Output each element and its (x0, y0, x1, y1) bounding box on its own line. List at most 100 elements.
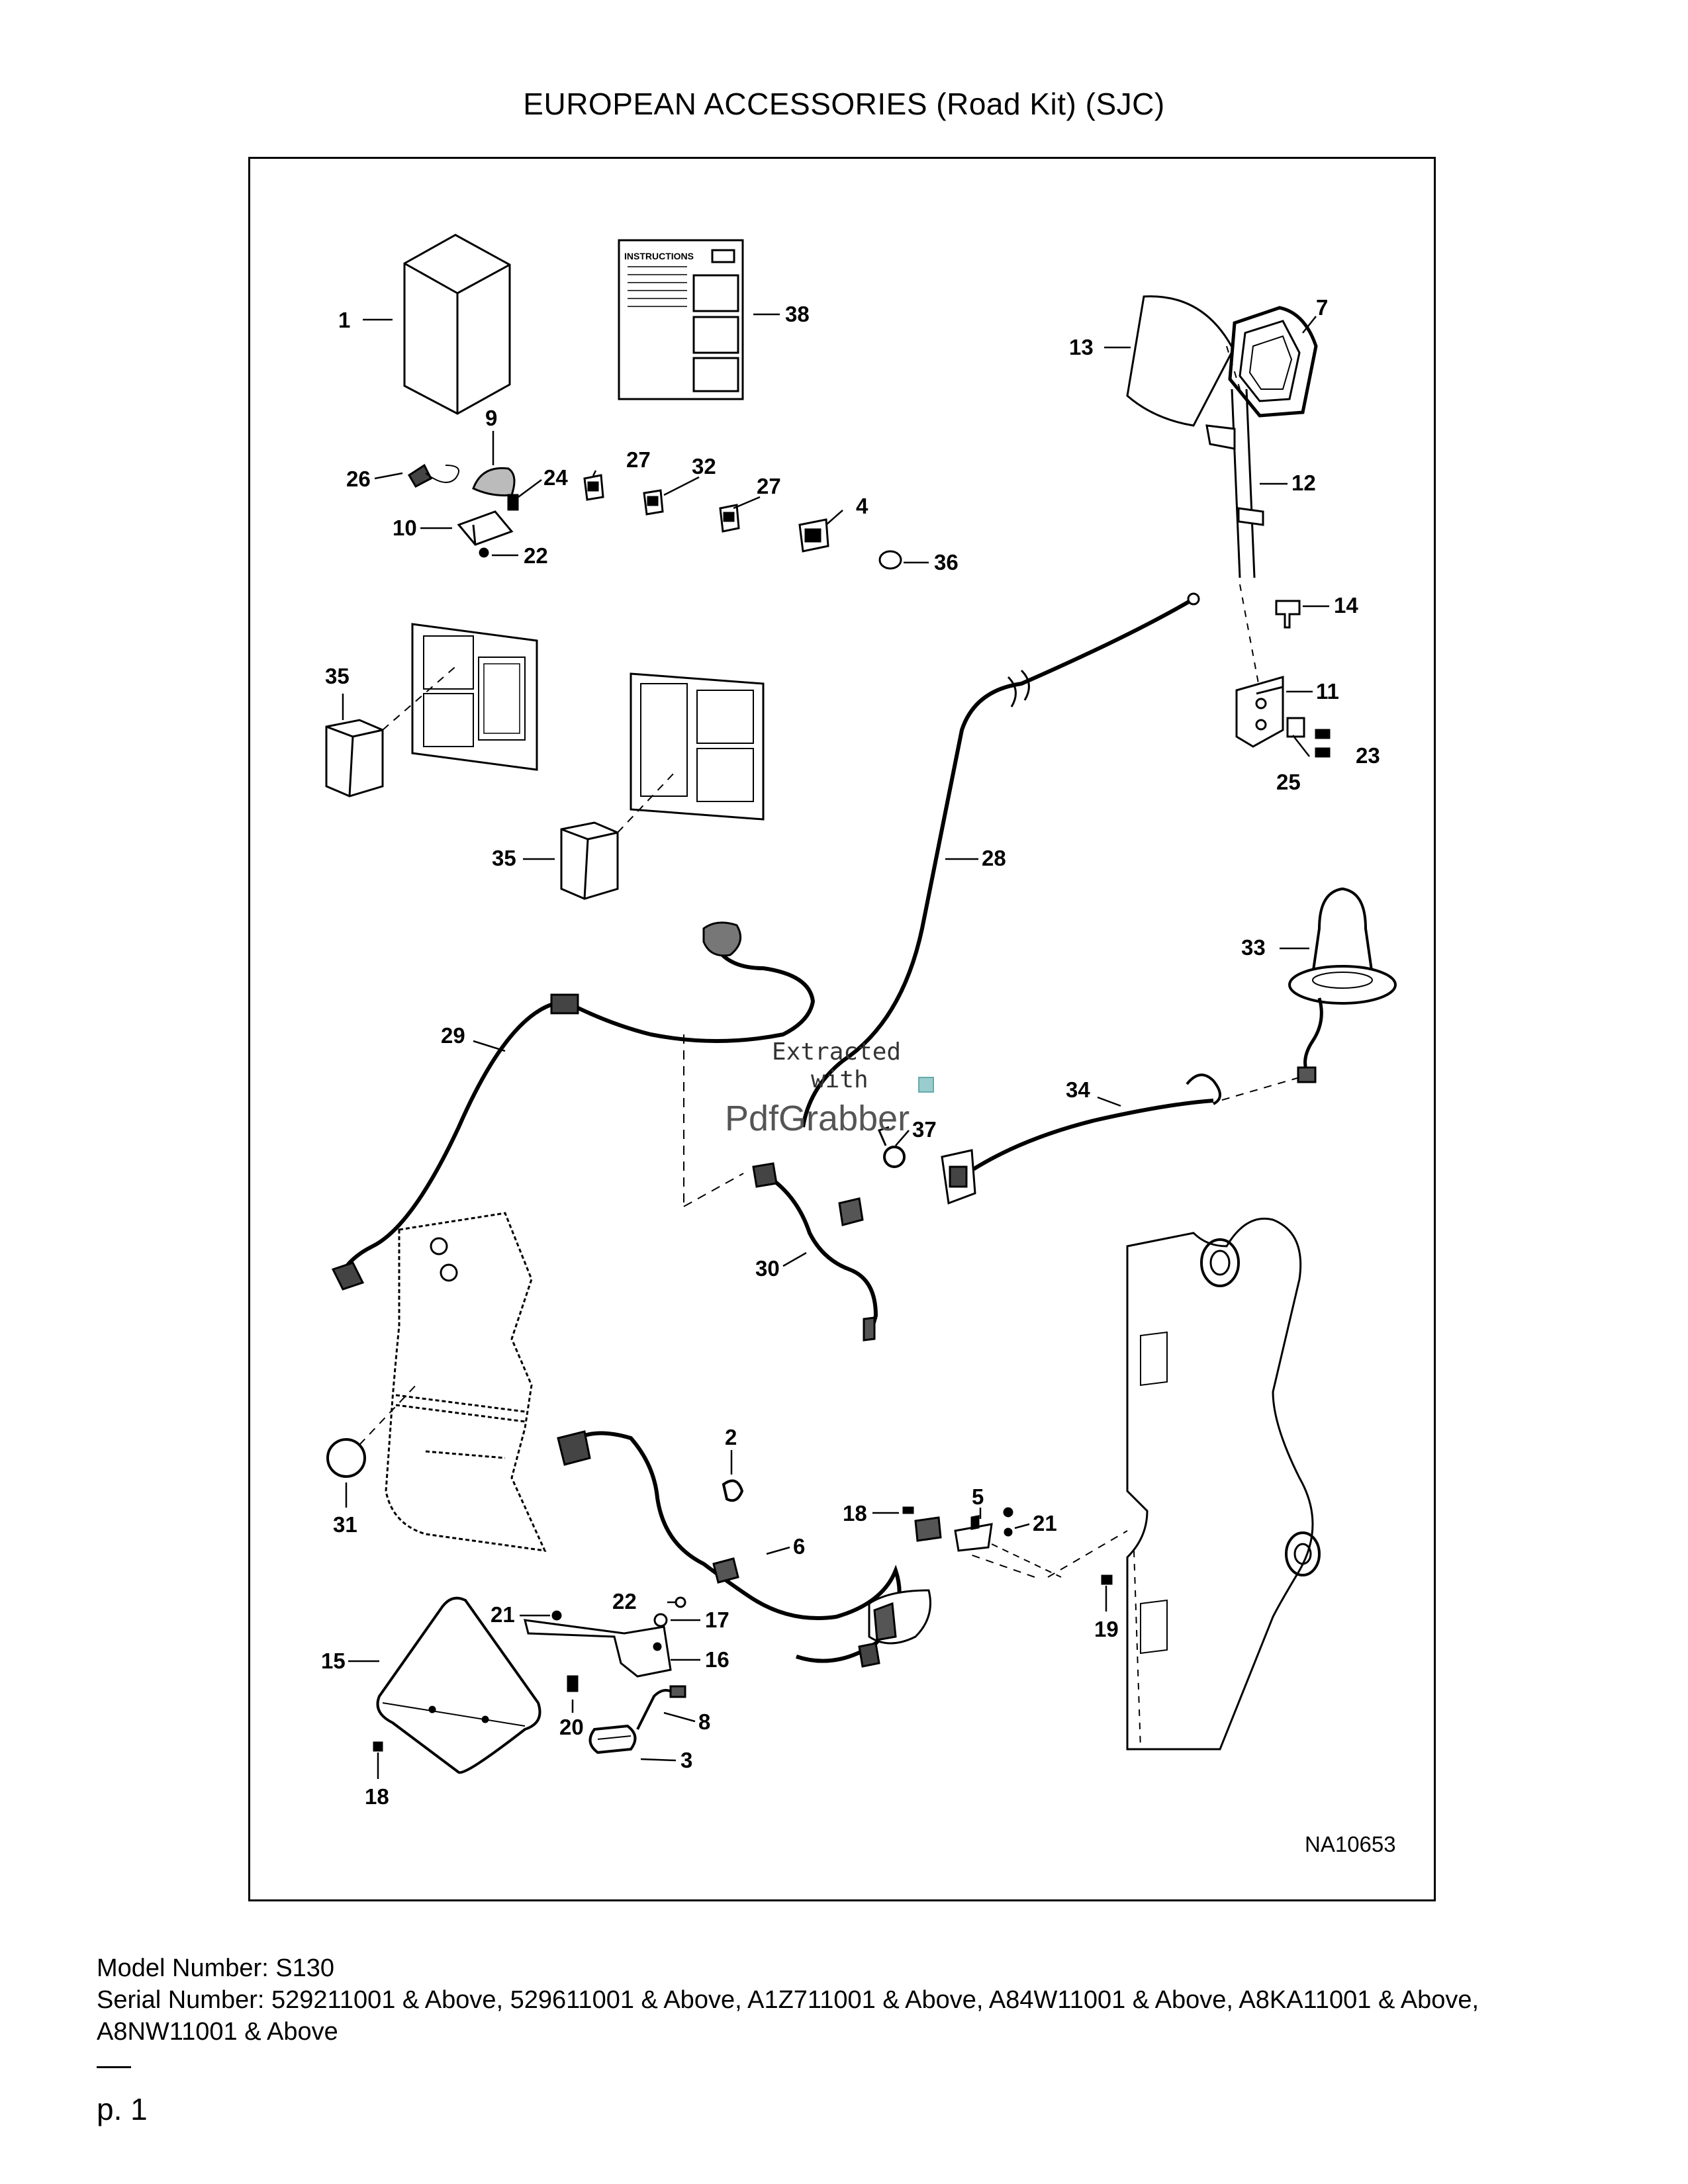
callout-22a: 22 (524, 543, 548, 568)
callout-15: 15 (321, 1649, 346, 1673)
callout-28: 28 (982, 846, 1006, 870)
callout-20: 20 (559, 1715, 584, 1739)
part-2-grommet (722, 1479, 744, 1502)
callout-27b: 27 (757, 474, 781, 498)
part-14-knob (1275, 600, 1301, 629)
callout-38: 38 (785, 302, 810, 326)
exploded-parts-diagram: INSTRUCTIONS (248, 157, 1436, 1901)
watermark-icon (918, 1077, 934, 1093)
watermark-line-1: Extracted (772, 1038, 901, 1066)
callout-26: 26 (346, 467, 371, 491)
callout-19: 19 (1094, 1617, 1119, 1641)
callout-23: 23 (1356, 743, 1380, 768)
callout-27a: 27 (626, 447, 651, 472)
part-13-mirror-glass (1126, 295, 1235, 427)
callout-8: 8 (698, 1709, 710, 1734)
part-35-lamp-cover-b (560, 821, 619, 900)
part-35-lamp-cover-a (325, 719, 384, 797)
tail-lamp-right (630, 672, 765, 821)
part-19-screw (1101, 1574, 1113, 1585)
page-number: p. 1 (97, 2092, 148, 2126)
callout-leaders (342, 313, 1329, 1779)
part-16-license-bracket (524, 1619, 672, 1678)
watermark-line-3: PdfGrabber (725, 1099, 910, 1138)
callout-35a: 35 (325, 664, 350, 688)
callout-3: 3 (680, 1748, 692, 1772)
callout-21b: 21 (491, 1602, 515, 1627)
callout-25: 25 (1276, 770, 1301, 794)
part-22-nut-b (675, 1596, 686, 1608)
callout-24: 24 (543, 465, 568, 490)
part-7-mirror-housing (1228, 306, 1318, 418)
callout-31: 31 (333, 1512, 357, 1537)
watermark-line-2: with (811, 1066, 868, 1093)
part-37-clamp (877, 1126, 906, 1168)
callout-12: 12 (1291, 471, 1316, 495)
part-36-cap (878, 550, 902, 570)
callout-4: 4 (856, 494, 868, 518)
loader-side-panel-left (385, 1212, 547, 1552)
part-25-nut (1286, 717, 1305, 738)
callout-18a: 18 (843, 1501, 867, 1525)
part-24-screw (507, 494, 519, 511)
part-34-harness (941, 1073, 1221, 1205)
callout-33: 33 (1241, 935, 1266, 960)
callout-21a: 21 (1033, 1511, 1057, 1535)
callout-22b: 22 (612, 1589, 637, 1614)
part-12-mirror-arm (1205, 388, 1264, 578)
callout-5: 5 (972, 1484, 984, 1509)
callout-1: 1 (338, 308, 350, 332)
part-18-screw-b (373, 1741, 383, 1752)
callout-13: 13 (1069, 335, 1094, 359)
part-21-nut-a (1003, 1507, 1013, 1537)
part-9-light-housing (472, 467, 516, 496)
callout-17: 17 (705, 1608, 729, 1632)
loader-side-panel-right (1126, 1217, 1321, 1751)
part-29-harness (331, 921, 816, 1291)
part-31-reflector (326, 1438, 366, 1478)
part-18-screw-a (902, 1506, 914, 1514)
figure-code: NA10653 (1305, 1832, 1396, 1856)
part-38-instructions-sheet (618, 239, 744, 400)
callout-6: 6 (793, 1534, 805, 1559)
part-30-harness (752, 1162, 878, 1342)
part-23-bolts (1315, 729, 1331, 758)
part-3-license-lamp (588, 1724, 637, 1754)
callout-10: 10 (393, 516, 417, 540)
part-26-pigtail (407, 463, 459, 488)
callout-2: 2 (725, 1425, 737, 1449)
tail-lamp-left (411, 623, 538, 771)
part-15-triangle-sign (376, 1596, 541, 1774)
serial-number: Serial Number: 529211001 & Above, 529611… (97, 1986, 1479, 2046)
parts-diagram-svg: INSTRUCTIONS (321, 234, 1397, 1856)
part-10-bracket (457, 510, 514, 546)
footer-divider (97, 2066, 131, 2068)
part-27-switch-b (719, 504, 740, 533)
part-22-nut (479, 547, 489, 558)
callout-9: 9 (485, 406, 497, 430)
part-28-harness (801, 592, 1200, 1128)
callout-18b: 18 (365, 1784, 389, 1809)
page-title: EUROPEAN ACCESSORIES (Road Kit) (SJC) (523, 87, 1165, 121)
callout-16: 16 (705, 1647, 729, 1672)
part-8-pigtail (636, 1685, 686, 1730)
part-17-nut (653, 1613, 668, 1627)
part-21-nut-b (551, 1610, 562, 1621)
part-5-relay-bracket (914, 1515, 993, 1552)
callout-34: 34 (1066, 1077, 1090, 1102)
callout-11: 11 (1316, 679, 1339, 704)
callout-29: 29 (441, 1023, 465, 1048)
model-number: Model Number: S130 (97, 1954, 335, 1982)
part-11-mirror-bracket (1235, 676, 1284, 748)
instructions-sheet-label: INSTRUCTIONS (624, 251, 694, 261)
part-1-box (403, 234, 511, 415)
callout-37: 37 (912, 1117, 937, 1142)
part-20-screw (567, 1675, 579, 1692)
part-6-harness (557, 1430, 931, 1668)
callout-32: 32 (692, 454, 716, 478)
callout-35b: 35 (492, 846, 516, 870)
callout-30: 30 (755, 1256, 780, 1281)
callout-36: 36 (934, 550, 959, 574)
part-4-switch (798, 518, 829, 553)
part-27-switch-a (583, 474, 604, 501)
